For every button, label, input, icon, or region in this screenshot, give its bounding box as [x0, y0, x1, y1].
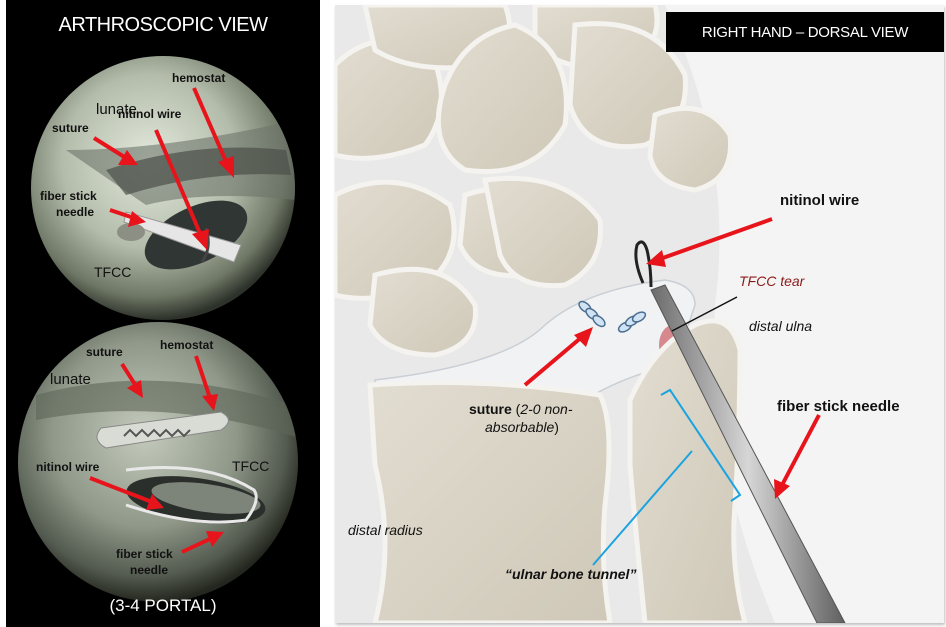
label-suture-dorsal-paren-close: )	[554, 419, 559, 435]
label-suture-dorsal: suture (2-0 non-	[469, 401, 573, 417]
label-suture-top: suture	[52, 121, 89, 135]
label-suture-dorsal-detail2: absorbable	[485, 419, 554, 435]
dorsal-view-illustration: nitinol wire TFCC tear distal ulna sutur…	[335, 5, 944, 623]
nitinol-wire-loop	[636, 242, 651, 287]
portal-caption: (3-4 PORTAL)	[6, 596, 320, 616]
label-tfcc-bottom: TFCC	[232, 458, 269, 474]
label-lunate-bottom: lunate	[50, 371, 91, 388]
label-suture-dorsal-line2: absorbable)	[485, 419, 559, 435]
label-suture-bottom: suture	[86, 345, 123, 359]
label-nitinol-wire-bottom: nitinol wire	[36, 460, 100, 474]
label-distal-radius: distal radius	[348, 522, 423, 538]
label-fiber-stick-bottom-1: fiber stick	[116, 547, 173, 561]
label-distal-ulna: distal ulna	[749, 318, 812, 334]
dorsal-view-panel: nitinol wire TFCC tear distal ulna sutur…	[335, 5, 944, 623]
label-nitinol-wire-top: nitinol wire	[118, 107, 182, 121]
label-fiber-stick-top-2: needle	[56, 205, 94, 219]
arthroscopic-view-panel: ARTHROSCOPIC VIEW	[6, 0, 320, 627]
label-suture-dorsal-paren-open: (	[512, 401, 521, 417]
bone-scaphoid	[370, 269, 476, 355]
label-fiber-stick-top-1: fiber stick	[40, 189, 97, 203]
label-fiber-stick-bottom-2: needle	[130, 563, 168, 577]
label-hemostat-top: hemostat	[172, 71, 225, 85]
label-suture-dorsal-bold: suture	[469, 401, 512, 417]
label-tfcc-top: TFCC	[94, 264, 131, 280]
arthroscopic-image-top: lunate hemostat nitinol wire suture fibe…	[31, 56, 296, 320]
arthroscopic-images: lunate hemostat nitinol wire suture fibe…	[6, 0, 320, 627]
label-ulnar-bone-tunnel: “ulnar bone tunnel”	[505, 566, 636, 582]
label-hemostat-bottom: hemostat	[160, 338, 213, 352]
label-suture-dorsal-detail1: 2-0 non-	[519, 401, 572, 417]
arthroscopic-image-bottom: suture hemostat lunate nitinol wire TFCC…	[18, 322, 306, 602]
label-nitinol-wire-dorsal: nitinol wire	[780, 192, 859, 209]
bone-distal-ulna	[630, 321, 745, 623]
label-fiber-stick-needle-dorsal: fiber stick needle	[777, 398, 900, 415]
label-tfcc-tear: TFCC tear	[739, 273, 806, 289]
bone-hook	[650, 108, 731, 190]
dorsal-view-title: RIGHT HAND – DORSAL VIEW	[666, 12, 944, 52]
